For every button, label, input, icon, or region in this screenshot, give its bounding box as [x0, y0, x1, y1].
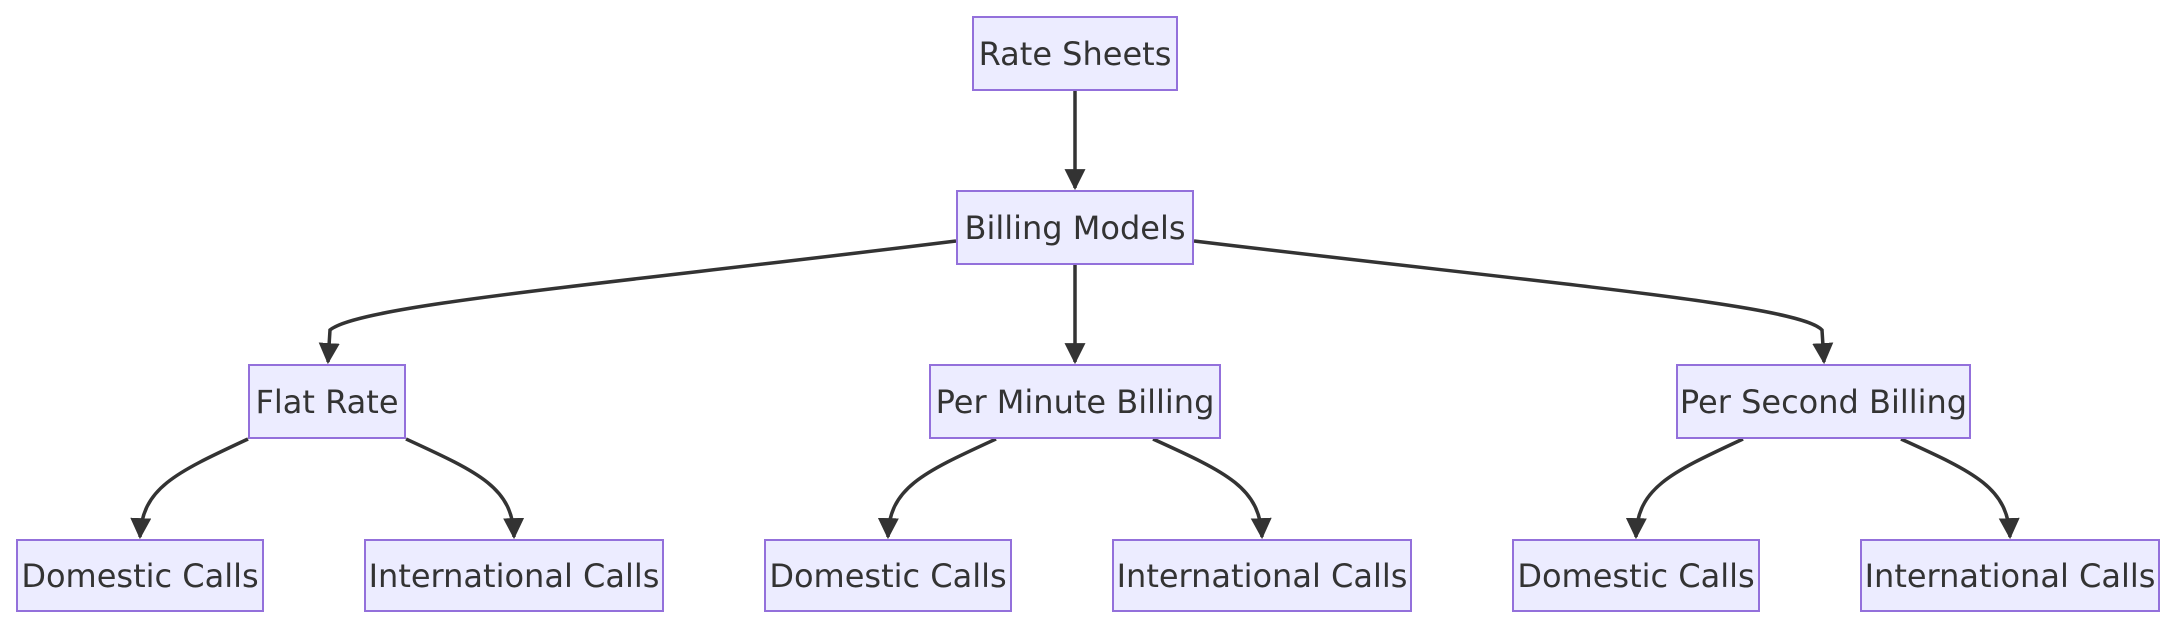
edge-per-second-billing-to-domestic-calls — [1625, 437, 1744, 540]
edge-per-second-billing-to-international-calls — [1900, 437, 2020, 540]
edge-billing-models-to-per-second-billing — [1193, 239, 1834, 365]
node-per-second-domestic-calls: Domestic Calls — [1512, 539, 1760, 612]
node-per-second-billing: Per Second Billing — [1676, 364, 1971, 439]
edge-per-minute-billing-to-domestic-calls — [877, 437, 997, 540]
node-billing-models: Billing Models — [956, 190, 1194, 265]
node-per-minute-billing: Per Minute Billing — [929, 364, 1221, 439]
node-rate-sheets: Rate Sheets — [972, 16, 1178, 91]
node-flat-rate-international-calls: International Calls — [364, 539, 664, 612]
node-per-minute-international-calls: International Calls — [1112, 539, 1412, 612]
edge-per-minute-billing-to-international-calls — [1152, 437, 1272, 540]
node-flat-rate-domestic-calls: Domestic Calls — [16, 539, 264, 612]
node-flat-rate: Flat Rate — [248, 364, 406, 439]
node-per-second-international-calls: International Calls — [1860, 539, 2160, 612]
node-per-minute-domestic-calls: Domestic Calls — [764, 539, 1012, 612]
edge-flat-rate-to-international-calls — [405, 437, 525, 540]
edge-flat-rate-to-domestic-calls — [130, 437, 249, 540]
edge-billing-models-to-flat-rate — [318, 239, 957, 365]
